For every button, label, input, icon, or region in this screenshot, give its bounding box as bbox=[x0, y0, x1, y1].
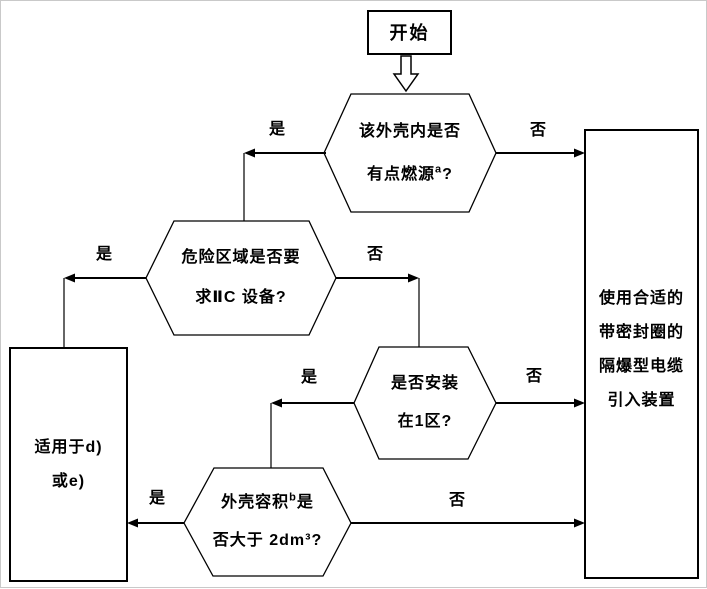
d3-yes-label: 是 bbox=[300, 369, 318, 386]
outcome-left-node: 适用于d) 或e) bbox=[10, 348, 127, 581]
d4-yes-arrowhead-icon bbox=[127, 518, 138, 528]
start-box-shape bbox=[367, 10, 452, 55]
decision-1-line2: 有点燃源a? bbox=[367, 153, 453, 196]
outcome-left-line1: 适用于d) bbox=[34, 438, 103, 456]
decision-4-line1-end: 是 bbox=[296, 494, 314, 511]
start-label: 开始 bbox=[389, 22, 430, 43]
d1-yes-arrowhead-icon bbox=[244, 148, 255, 158]
decision-1-line1: 该外壳内是否 bbox=[358, 123, 461, 140]
d2-yes-label: 是 bbox=[95, 246, 113, 263]
outcome-right-node: 使用合适的 带密封圈的 隔爆型电缆 引入装置 bbox=[585, 130, 698, 570]
start-node: 开始 bbox=[368, 11, 451, 54]
block-arrow-down-icon bbox=[392, 55, 420, 93]
outcome-right-line4: 引入装置 bbox=[607, 392, 676, 409]
d3-yes-arrowhead-icon bbox=[271, 398, 282, 408]
d3-no-arrowhead-icon bbox=[574, 398, 585, 408]
decision-2-line2: 求ⅡC 设备? bbox=[195, 289, 287, 306]
d2-no-label: 否 bbox=[366, 246, 384, 263]
outcome-right-line1: 使用合适的 bbox=[598, 290, 684, 307]
decision-1-node: 该外壳内是否 有点燃源a? bbox=[324, 94, 496, 212]
decision-4-line1: 外壳容积b是 bbox=[221, 484, 314, 522]
d2-yes-arrowhead-icon bbox=[64, 273, 75, 283]
decision-4-line2: 否大于 2dm³? bbox=[212, 532, 323, 549]
outcome-left-box-shape bbox=[9, 347, 128, 582]
outcome-right-line3: 隔爆型电缆 bbox=[598, 358, 684, 375]
d3-no-label: 否 bbox=[525, 368, 543, 385]
decision-1-question-mark: ? bbox=[442, 166, 453, 183]
decision-4-node: 外壳容积b是 否大于 2dm³? bbox=[184, 468, 351, 576]
d4-no-label: 否 bbox=[448, 492, 466, 509]
d4-no-arrowhead-icon bbox=[574, 518, 585, 528]
decision-2-node: 危险区域是否要 求ⅡC 设备? bbox=[146, 221, 336, 335]
decision-3-node: 是否安装 在1区? bbox=[354, 347, 496, 459]
d1-no-arrowhead-icon bbox=[574, 148, 585, 158]
outcome-right-line2: 带密封圈的 bbox=[598, 324, 684, 341]
decision-1-footnote-a: a bbox=[435, 163, 443, 176]
decision-1-line2-text: 有点燃源 bbox=[367, 166, 436, 183]
outcome-left-line2: 或e) bbox=[51, 472, 86, 490]
d2-no-arrowhead-icon bbox=[408, 273, 419, 283]
outcome-right-box-shape bbox=[584, 129, 699, 579]
d4-yes-label: 是 bbox=[148, 490, 166, 507]
decision-3-line1: 是否安装 bbox=[390, 375, 459, 392]
decision-3-line2: 在1区? bbox=[397, 413, 453, 430]
d1-yes-label: 是 bbox=[268, 121, 286, 138]
decision-4-line1-text: 外壳容积 bbox=[221, 494, 290, 511]
d1-no-label: 否 bbox=[529, 122, 547, 139]
decision-2-line1: 危险区域是否要 bbox=[181, 249, 301, 266]
decision-4-footnote-b: b bbox=[289, 491, 297, 504]
